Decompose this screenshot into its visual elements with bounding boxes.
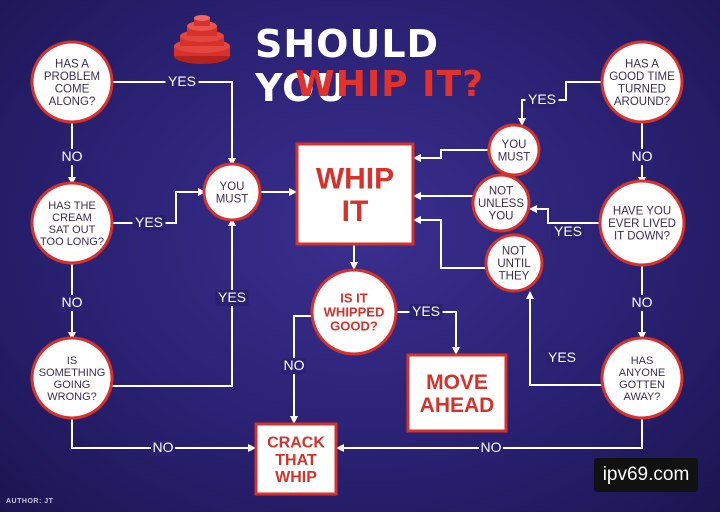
node-text: EVER LIVED [608,218,676,230]
node-text: UNTIL [497,258,531,270]
node-text: MOVE [426,371,488,394]
title-line-1: SHOULD YOU [255,22,440,110]
edge-label-lived-no: NO [632,294,653,310]
node-text: GOTTEN [619,379,665,391]
node-text: TOO LONG? [40,236,104,248]
edge-wrong-no [71,418,256,452]
node-text: WHIP [275,469,317,486]
edge-label-whipped-no: NO [284,357,305,373]
node-text: HAVE YOU [613,206,671,218]
node-text: YOU [489,211,514,223]
node-text: GOOD TIME [609,71,675,83]
edge-notuntil-to-whip [413,216,486,269]
edge-label-cream-no: NO [62,294,83,310]
edge-youmust-r-to-whip [413,149,489,162]
edge-gotten-yes [526,291,602,386]
node-text: NOT [502,246,526,258]
edge-label-wrong-yes: YES [218,289,246,305]
edge-gotten-no [336,418,643,452]
node-text: IT [342,195,369,228]
edge-label-whipped-yes: YES [412,303,440,319]
author-credit: AUTHOR: JT [6,498,54,505]
node-text: YOU [502,139,527,151]
node-text: ANYONE [619,367,665,379]
edge-problem-yes [112,81,236,166]
node-text: HAS A [55,59,89,71]
edge-label-wrong-no: NO [153,439,174,455]
edge-lived-yes [529,205,600,224]
logo-icon [174,15,230,64]
node-text: UNLESS [478,198,524,210]
edge-label-cream-yes: YES [135,214,163,230]
node-text: AWAY? [624,391,661,403]
edge-wrong-yes [112,218,236,387]
edge-good-no [290,315,312,424]
node-text: THEY [499,271,530,283]
node-text: MUST [498,151,531,163]
node-text: PROBLEM [44,71,100,83]
node-text: IS [67,355,77,367]
watermark: ipv69.com [594,458,698,492]
edge-label-problem-yes: YES [168,73,196,89]
node-text: HAS THE [48,200,95,212]
node-text: MUST [216,193,249,205]
node-text: YOU [220,181,245,193]
node-text: ALONG? [49,96,96,108]
edge-label-problem-no: NO [62,148,83,164]
edge-label-good-time-no: NO [632,148,653,164]
node-text: HAS [631,355,654,367]
node-text: SOMETHING [39,367,106,379]
edge-label-gotten-yes: YES [548,349,576,365]
node-text: COME [55,83,90,95]
node-text: SAT OUT [49,224,96,236]
edge-label-lived-yes: YES [554,223,582,239]
node-text: WHIP [316,163,394,196]
edge-goodtime-yes [518,81,602,126]
node-text: THAT [275,452,317,469]
node-text: AROUND? [614,96,670,108]
node-text: HAS A [625,59,659,71]
node-text: IS IT [340,291,368,306]
node-text: IT DOWN? [614,231,670,243]
connector-lines [68,81,646,452]
node-text: GOOD? [330,319,378,334]
node-text: NOT [489,186,513,198]
node-text: WHIPPED [324,305,385,320]
node-text: WRONG? [47,391,97,403]
title-line-2: WHIP IT? [295,64,484,105]
node-text: CREAM [52,212,92,224]
edge-labels: YES NO YES NO YES NO YES NO YES NO YES NO YES NO [60,73,654,456]
node-text: GOING [54,379,91,391]
node-text: AHEAD [420,394,495,417]
edge-label-gotten-no: NO [481,439,502,455]
edge-label-good-time-yes: YES [528,91,556,107]
node-text: TURNED [618,83,666,95]
node-text: CRACK [267,434,325,451]
